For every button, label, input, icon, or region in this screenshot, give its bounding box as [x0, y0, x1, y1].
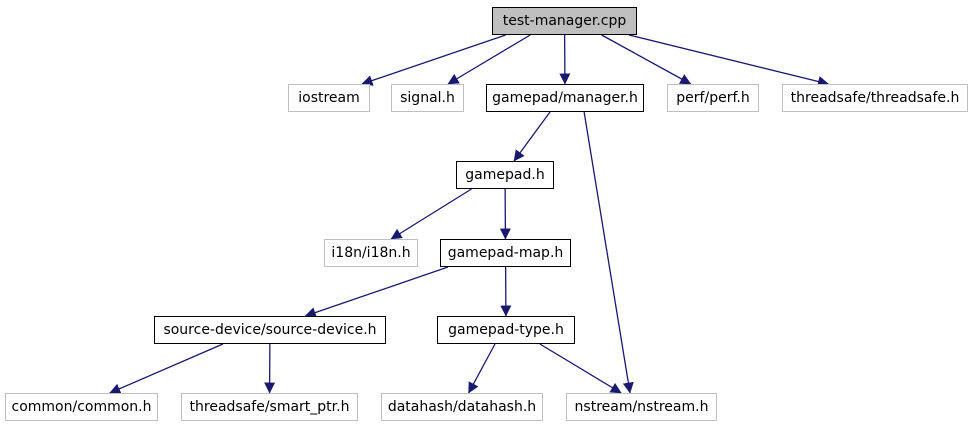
node-threadsafe-smart-ptr-h: threadsafe/smart_ptr.h — [181, 393, 358, 421]
edge-manager-to-nstream — [583, 111, 634, 394]
edge-manager-to-gamepad — [513, 111, 551, 162]
edge-root-to-iostream — [361, 34, 506, 86]
edge-gamepad-to-i18n — [390, 188, 472, 240]
node-gamepad-manager-h[interactable]: gamepad/manager.h — [486, 84, 644, 112]
node-perf-perf-h: perf/perf.h — [667, 84, 759, 112]
edge-root-to-perf — [601, 34, 692, 85]
node-gamepad-type-h[interactable]: gamepad-type.h — [437, 316, 575, 344]
node-test-manager-cpp: test-manager.cpp — [492, 7, 637, 35]
node-threadsafe-threadsafe-h: threadsafe/threadsafe.h — [782, 84, 968, 112]
edge-root-to-signal — [447, 34, 531, 85]
node-gamepad-h[interactable]: gamepad.h — [456, 161, 554, 189]
node-gamepad-map-h[interactable]: gamepad-map.h — [440, 239, 571, 267]
node-source-device-h[interactable]: source-device/source-device.h — [154, 316, 386, 344]
node-i18n-i18n-h: i18n/i18n.h — [324, 239, 418, 267]
edge-gamepad_map-to-source_device — [304, 266, 449, 318]
edge-gamepad_type-to-nstream — [539, 343, 622, 394]
node-nstream-nstream-h: nstream/nstream.h — [566, 393, 717, 421]
node-common-common-h: common/common.h — [5, 393, 158, 421]
edge-gamepad_type-to-datahash — [468, 343, 496, 394]
edge-root-to-threadsafe — [628, 34, 829, 87]
node-datahash-datahash-h: datahash/datahash.h — [381, 393, 543, 421]
node-iostream: iostream — [288, 84, 370, 112]
node-signal-h: signal.h — [391, 84, 464, 112]
edge-source_device-to-common — [109, 343, 224, 394]
